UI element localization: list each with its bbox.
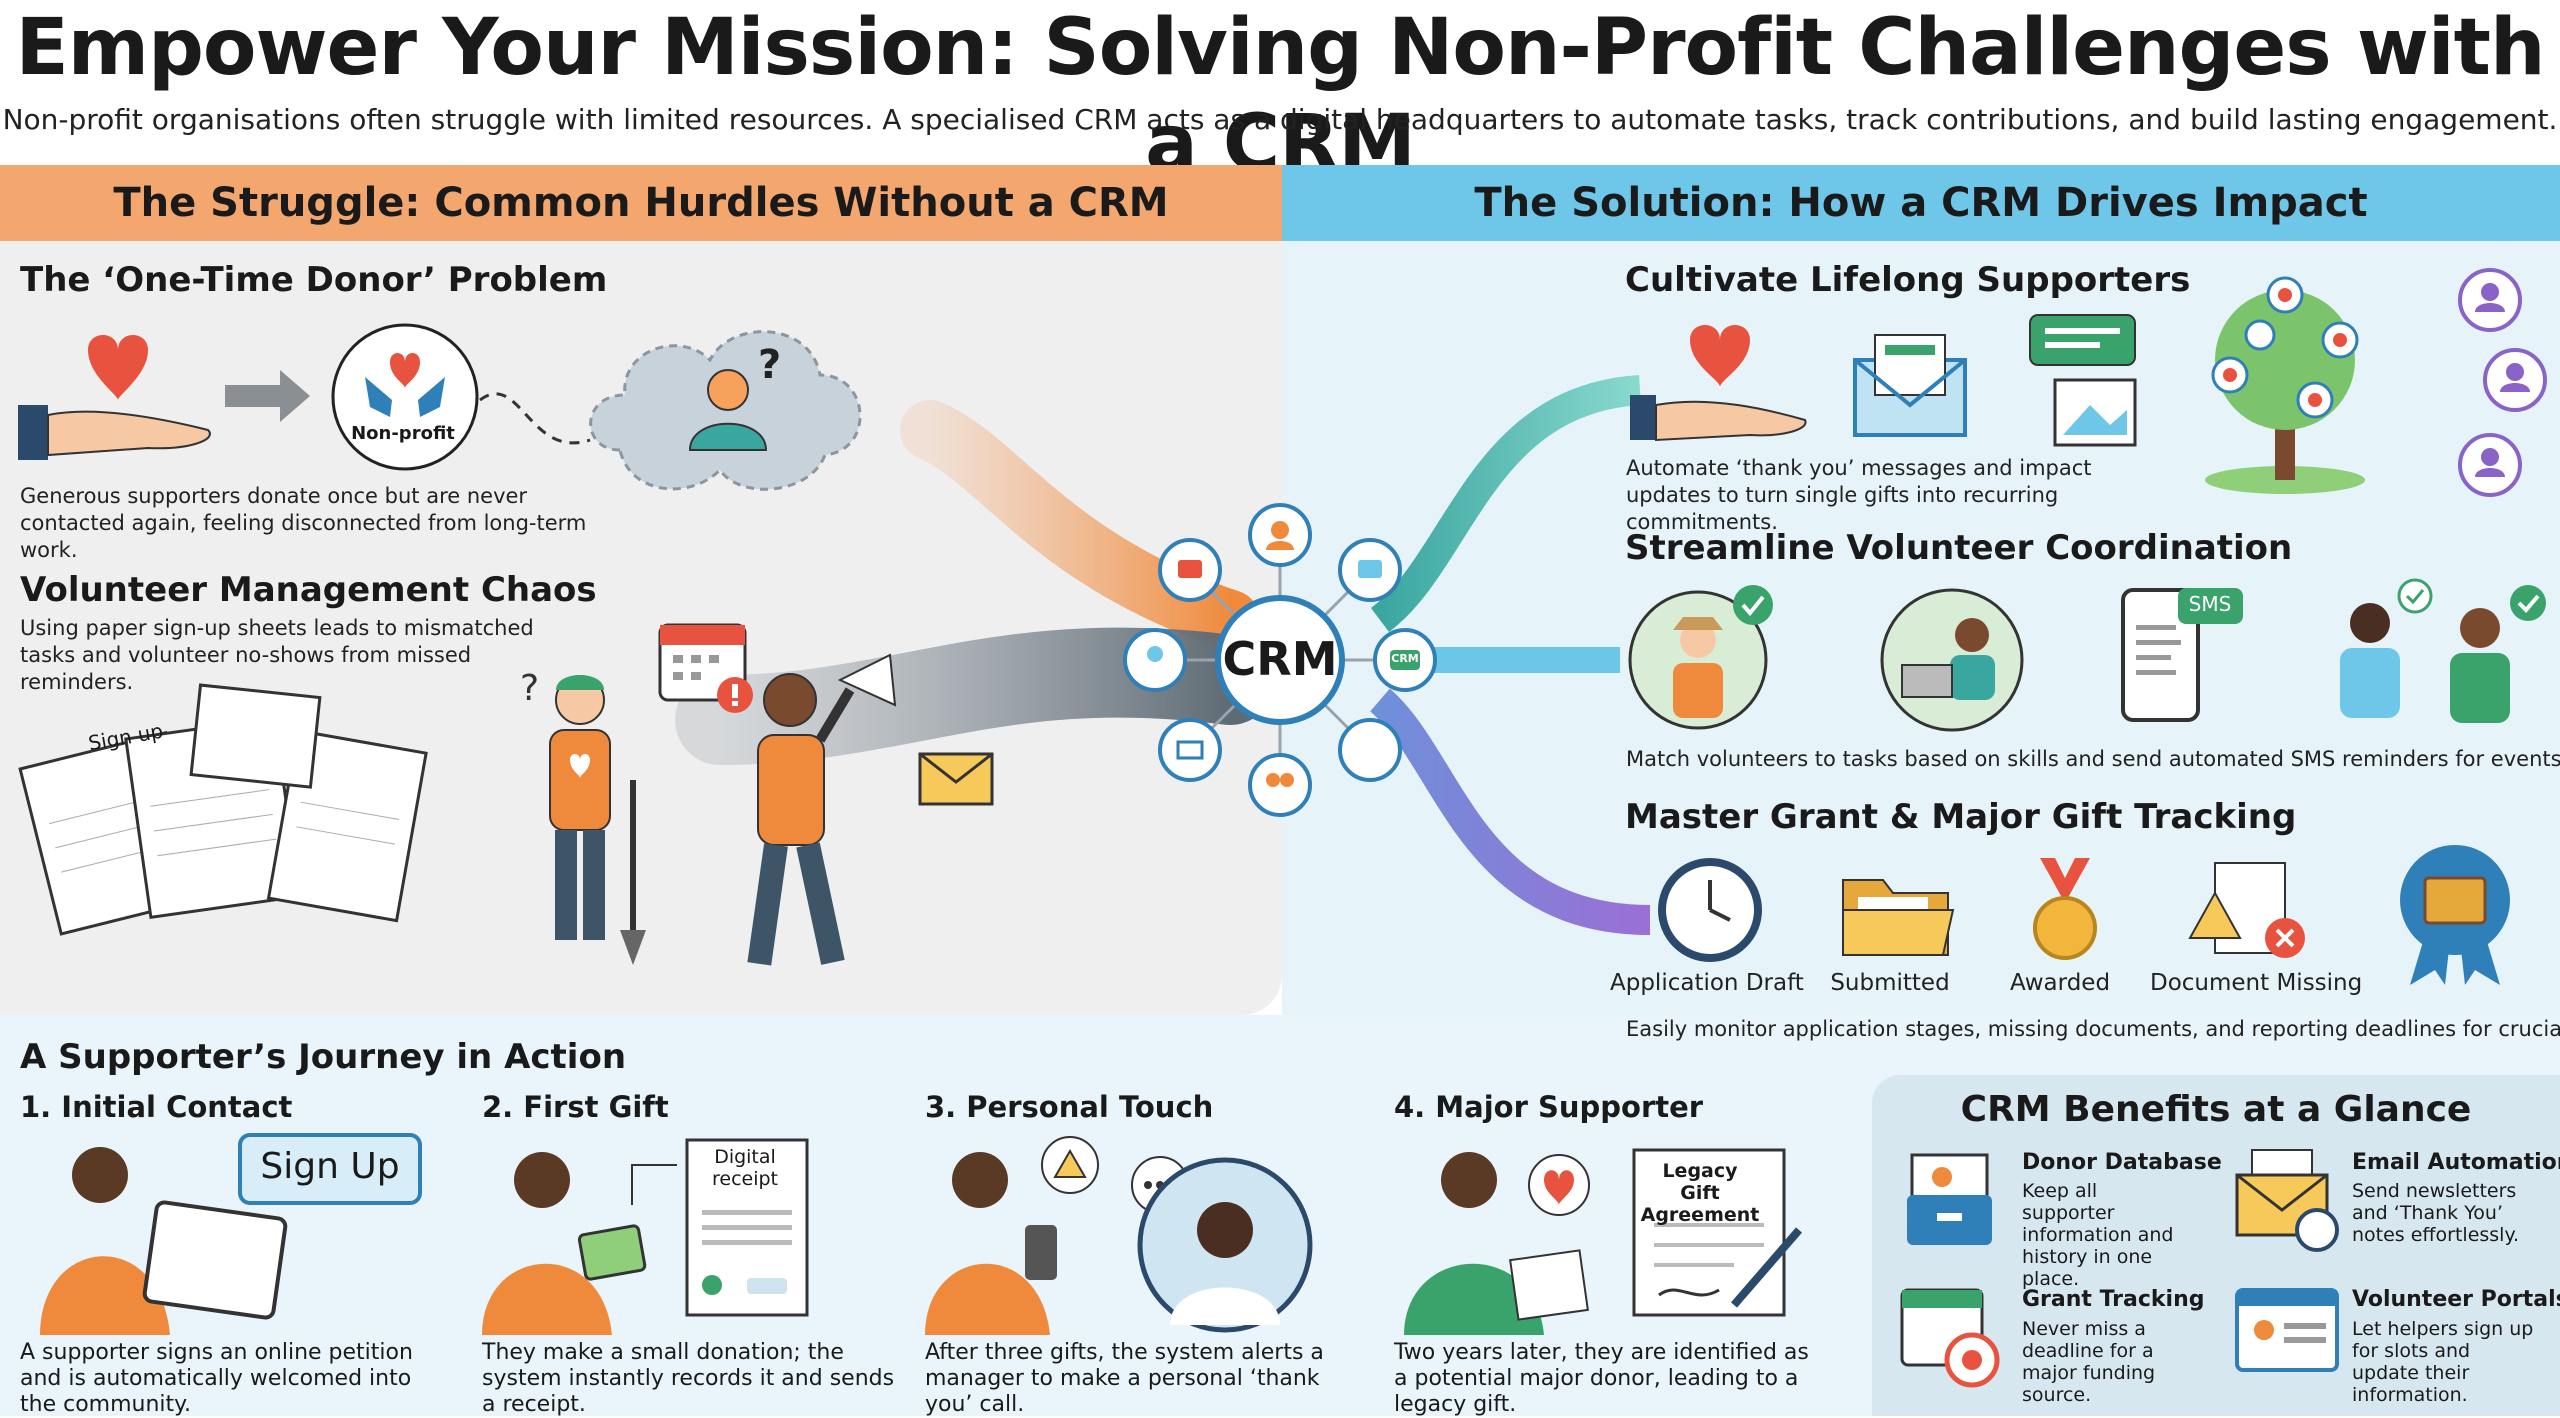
journey-step-3-description: After three gifts, the system alerts a m… [925,1340,1324,1417]
volunteer-chaos-title: Volunteer Management Chaos [20,570,597,610]
volunteer-gardener-icon [1628,585,1773,730]
journey-step-4-title: 4. Major Supporter [1394,1090,1704,1124]
one-time-donor-title: The ‘One-Time Donor’ Problem [20,260,608,300]
benefit-1-description: Send newsletters and ‘Thank You’ notes e… [2352,1180,2520,1246]
grant-stage-2: Awarded [2009,970,2111,996]
solution-stream-teal [1370,375,1642,632]
benefit-0-description: Keep all supporter information and histo… [2022,1180,2174,1290]
volunteer-laptop-icon [1880,588,2024,732]
giving-hand-heart-icon [1630,325,1807,442]
grant-stage-3: Document Missing [2150,970,2363,996]
journey-step-2-badge: Digital receipt [711,1146,778,1190]
supporter-avatars-icon [2458,268,2547,497]
paper-signup-sheets-icon [18,683,428,936]
megaphone-volunteer-icon [747,653,897,966]
nonprofit-label: Non-profit [351,423,455,444]
journey-step-1-title: 1. Initial Contact [20,1090,293,1124]
cultivate-title: Cultivate Lifelong Supporters [1625,260,2191,300]
nonprofit-hands-icon [331,323,479,471]
email-envelope-icon [1853,334,1967,437]
benefit-1-title: Email Automation [2352,1150,2560,1175]
clock-icon [1658,858,1762,962]
grant-tracking-title: Master Grant & Major Gift Tracking [1625,797,2297,837]
envelope-icon [918,752,994,806]
benefit-2-title: Grant Tracking [2022,1287,2205,1312]
journey-step-2-title: 2. First Gift [482,1090,669,1124]
document-missing-icon [2188,862,2305,958]
journey-step-1-description: A supporter signs an online petition and… [20,1340,413,1417]
legacy-gift-icon [1404,1148,1803,1335]
sms-phone-icon [2121,588,2243,722]
solution-stream-purple [1369,688,1651,935]
arrow-right-icon [225,370,310,422]
sms-badge: SMS [2188,592,2232,616]
crm-hub [1123,503,1437,817]
crm-badge-small: CRM [1391,652,1419,665]
page-subtitle: Non-profit organisations often struggle … [2,103,2558,136]
grant-stage-1: Submitted [1830,970,1950,996]
volunteer-coordination-description: Match volunteers to tasks based on skill… [1626,747,2560,771]
disconnected-cloud-icon: ? [589,330,862,491]
svg-text:?: ? [758,342,781,388]
benefit-3-description: Let helpers sign up for slots and update… [2352,1318,2534,1406]
donor-database-icon [1907,1153,1992,1245]
crm-hub-label: CRM [1222,632,1338,686]
journey-step-4-badge: Legacy Gift Agreement [1640,1160,1760,1226]
volunteer-chaos-description: Using paper sign-up sheets leads to mism… [20,616,534,694]
supporter-tree-icon [2205,276,2365,494]
confused-volunteer-icon: ? [520,668,646,965]
message-and-photo-icon [2029,314,2137,447]
calendar-alert-icon [658,623,753,713]
email-automation-icon [2235,1149,2339,1252]
volunteer-coordination-title: Streamline Volunteer Coordination [1625,528,2293,568]
donation-receipt-icon [482,1138,809,1335]
benefit-2-description: Never miss a deadline for a major fundin… [2022,1318,2156,1406]
struggle-stream-orange [900,400,1260,650]
benefit-0-title: Donor Database [2022,1150,2222,1175]
grant-tracking-description: Easily monitor application stages, missi… [1626,1017,2560,1041]
grant-tracking-calendar-icon [1900,1288,2000,1388]
journey-title: A Supporter’s Journey in Action [20,1037,627,1077]
volunteer-portal-icon [2235,1288,2339,1372]
cultivate-description: Automate ‘thank you’ messages and impact… [1626,456,2092,534]
medal-icon [2033,858,2097,960]
journey-step-3-title: 3. Personal Touch [925,1090,1214,1124]
benefits-title: CRM Benefits at a Glance [1960,1089,2472,1130]
folder-icon [1842,879,1955,956]
benefit-3-title: Volunteer Portals [2352,1287,2560,1312]
journey-step-4-description: Two years later, they are identified as … [1394,1340,1809,1417]
donor-hand-icon [18,335,211,460]
signup-tablet-icon [40,1133,422,1335]
treasure-badge-icon [2400,845,2510,985]
benefits-card: CRM Benefits at a Glance Donor Database … [1872,1075,2560,1416]
dashed-connector [479,392,591,445]
grant-stage-0: Application Draft [1610,970,1804,996]
journey-step-2-description: They make a small donation; the system i… [482,1340,895,1417]
struggle-banner: The Struggle: Common Hurdles Without a C… [0,165,1282,241]
solution-banner: The Solution: How a CRM Drives Impact [1282,165,2560,241]
one-time-donor-description: Generous supporters donate once but are … [20,484,587,562]
happy-volunteers-icon [2340,578,2546,723]
journey-step-1-badge: Sign Up [260,1146,400,1187]
personal-call-icon [925,1136,1313,1335]
svg-text:?: ? [520,668,539,709]
